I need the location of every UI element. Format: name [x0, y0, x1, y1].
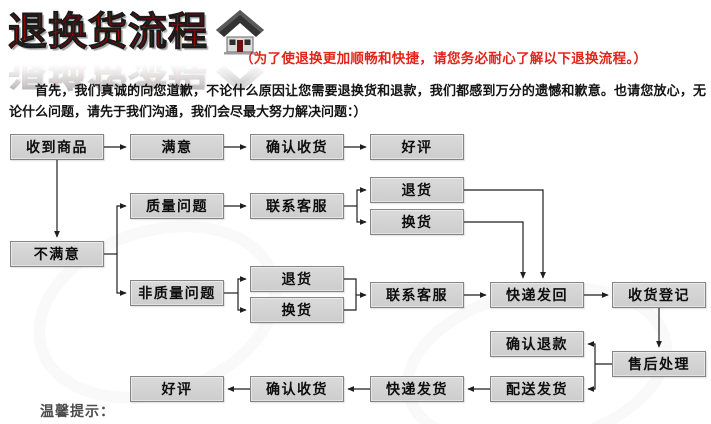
flow-node-receipt-register: 收货登记 — [612, 282, 706, 308]
flow-node-return-non-quality: 退货 — [250, 266, 344, 292]
flow-node-return-quality: 退货 — [370, 177, 464, 203]
house-icon — [216, 10, 265, 55]
flow-node-quality-problem: 质量问题 — [130, 193, 224, 219]
flow-node-good-review-top: 好评 — [370, 134, 464, 160]
flow-node-good-review-bottom: 好评 — [130, 376, 224, 402]
flow-node-received: 收到商品 — [10, 134, 104, 160]
header-subtitle-note: （为了使退换更加顺畅和快捷，请您务必耐心了解以下退换流程。） — [240, 51, 648, 66]
flow-node-contact-service-mid: 联系客服 — [370, 282, 464, 308]
flow-node-non-quality-problem: 非质量问题 — [130, 280, 224, 306]
page-header-logo: 退换货流程 — [7, 6, 266, 60]
flow-node-after-sales: 售后处理 — [612, 351, 706, 377]
flow-node-contact-service-quality: 联系客服 — [250, 193, 344, 219]
flow-node-confirm-receipt-bottom: 确认收货 — [250, 376, 344, 402]
flow-node-satisfied: 满意 — [130, 134, 224, 160]
intro-paragraph: 首先，我们真诚的向您道歉，不论什么原因让您需要退换货和退款，我们都感到万分的遗憾… — [9, 83, 706, 119]
flow-node-confirm-receipt-top: 确认收货 — [250, 134, 344, 160]
flow-node-express-ship: 快递发货 — [370, 376, 464, 402]
flow-node-confirm-refund: 确认退款 — [490, 331, 584, 357]
footer-note: 温馨提示： — [40, 403, 115, 419]
flow-node-delivery-dispatch: 配送发货 — [490, 376, 584, 402]
flow-node-express-return: 快递发回 — [490, 282, 584, 308]
flow-node-exchange-quality: 换货 — [370, 209, 464, 235]
page-title: 退换货流程 — [7, 11, 209, 55]
flow-node-exchange-non-quality: 换货 — [250, 297, 344, 323]
flow-node-unsatisfied: 不满意 — [10, 241, 104, 267]
